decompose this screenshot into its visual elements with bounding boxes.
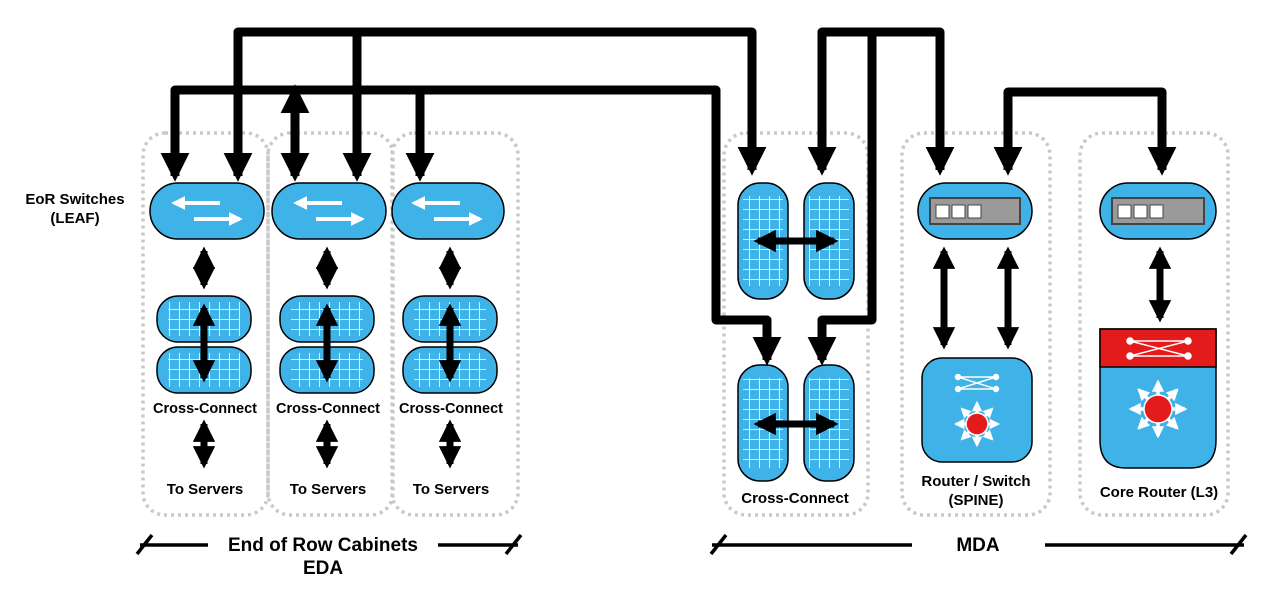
cable-leaf1-to-cc-upper bbox=[223, 27, 767, 182]
mda-label: MDA bbox=[956, 535, 1000, 556]
eda-cabinet-1 bbox=[141, 131, 270, 517]
cabling bbox=[160, 27, 1177, 366]
to-servers-label: To Servers bbox=[167, 481, 243, 498]
to-servers-label: To Servers bbox=[413, 481, 489, 498]
cable-cc-to-spine bbox=[807, 27, 955, 176]
cross-connect-label: Cross-Connect bbox=[399, 401, 503, 417]
cross-connect-label: Cross-Connect bbox=[153, 401, 257, 417]
leaf-label-line2: (LEAF) bbox=[50, 210, 99, 227]
eda-label: EDA bbox=[303, 558, 343, 579]
eor-cabinets-title: End of Row Cabinets bbox=[228, 535, 418, 556]
mda-patch-panel-icons bbox=[737, 182, 855, 482]
cable-spine-to-core bbox=[993, 87, 1177, 176]
mda-spine-cabinet bbox=[900, 131, 1052, 517]
router-icon bbox=[1099, 328, 1217, 469]
spine-device bbox=[917, 182, 1033, 463]
spine-label-line1: Router / Switch bbox=[921, 473, 1030, 490]
switch-icon bbox=[391, 182, 505, 240]
mda-cc-arrows bbox=[753, 229, 839, 436]
cable-spine-to-cc-lower bbox=[807, 32, 877, 366]
cross-connect-label: Cross-Connect bbox=[276, 401, 380, 417]
span-lines bbox=[135, 533, 1248, 556]
eor-switch-icons bbox=[149, 182, 505, 240]
mda-core-cabinet bbox=[1078, 131, 1230, 517]
router-switch-icon bbox=[917, 182, 1033, 240]
cable-leaf1-to-cc-lower bbox=[160, 85, 782, 366]
leaf-label-line1: EoR Switches bbox=[25, 191, 124, 208]
router-switch-icon bbox=[1099, 182, 1217, 240]
mda-cross-connect-label: Cross-Connect bbox=[741, 490, 849, 507]
eda-link-arrows bbox=[192, 246, 462, 469]
switch-icon bbox=[271, 182, 387, 240]
spine-label-line2: (SPINE) bbox=[948, 492, 1003, 509]
core-router-label: Core Router (L3) bbox=[1100, 484, 1218, 501]
core-device bbox=[1099, 182, 1217, 469]
text-labels: EoR Switches (LEAF) Cross-Connect Cross-… bbox=[25, 191, 1218, 579]
router-icon bbox=[921, 357, 1033, 463]
switch-icon bbox=[149, 182, 265, 240]
to-servers-label: To Servers bbox=[290, 481, 366, 498]
